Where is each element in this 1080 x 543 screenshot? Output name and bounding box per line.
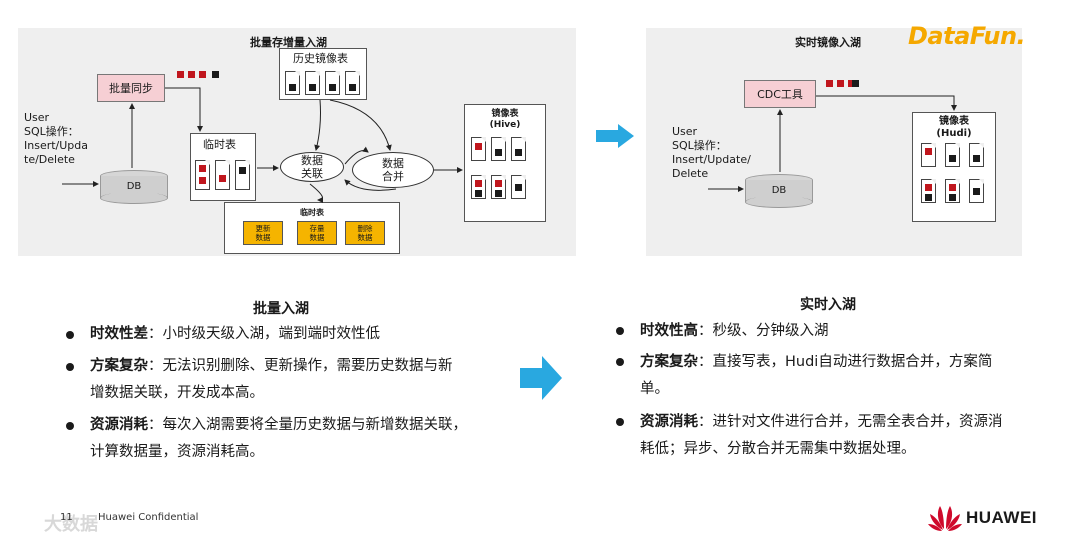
hudi-mirror-table-label: 镜像表 (Hudi) xyxy=(936,116,972,139)
history-mirror-table-label: 历史镜像表 xyxy=(293,52,348,65)
hive-mirror-table-box: 镜像表 (Hive) xyxy=(464,104,546,222)
bullet-key: 资源消耗 xyxy=(90,417,148,433)
temp-table-2-label: 临时表 xyxy=(300,208,324,217)
bullet-text-cont: 单。 xyxy=(640,381,669,397)
page-number: 11 xyxy=(60,512,73,523)
hudi-mirror-table-box: 镜像表 (Hudi) xyxy=(912,112,996,222)
batch-diagram-arrows xyxy=(62,87,463,203)
hive-mirror-table-label: 镜像表 (Hive) xyxy=(489,109,521,130)
realtime-bullet-3: 资源消耗：进针对文件进行合并，无需全表合并，资源消 耗低；异步、分散合并无需集中… xyxy=(640,409,1003,463)
stock-data-box: 存量 数据 xyxy=(297,221,337,245)
realtime-diagram-title: 实时镜像入湖 xyxy=(795,36,861,49)
update-data-box: 更新 数据 xyxy=(243,221,283,245)
bullet-key: 时效性差 xyxy=(90,326,148,342)
right-db-cylinder: DB xyxy=(745,174,813,208)
bullet-text: ：直接写表，Hudi自动进行数据合并，方案简 xyxy=(698,354,993,370)
batch-section-title: 批量入湖 xyxy=(253,301,309,317)
batch-bullet-1: 时效性差：小时级天级入湖，端到端时效性低 xyxy=(90,321,380,348)
bullet-dot xyxy=(616,358,624,366)
data-block-marker xyxy=(837,80,844,87)
right-db-label: DB xyxy=(771,185,787,196)
bullet-key: 方案复杂 xyxy=(90,358,148,374)
bullet-dot xyxy=(66,331,74,339)
small-blue-arrow-icon xyxy=(596,124,634,148)
data-block-marker xyxy=(188,71,195,78)
data-block-marker xyxy=(848,80,855,87)
right-user-sql-label: User SQL操作： Insert/Update/ Delete xyxy=(672,125,751,180)
bullet-dot xyxy=(616,327,624,335)
datafun-logo: DataFun. xyxy=(908,22,1026,50)
history-mirror-table-box: 历史镜像表 xyxy=(279,48,367,100)
left-user-sql-label: User SQL操作： Insert/Upda te/Delete xyxy=(24,111,89,166)
bullet-key: 时效性高 xyxy=(640,323,698,339)
batch-bullet-2: 方案复杂：无法识别删除、更新操作，需要历史数据与新 增数据关联，开发成本高。 xyxy=(90,353,453,407)
realtime-diagram-arrows xyxy=(708,95,957,192)
bullet-dot xyxy=(66,363,74,371)
confidential-label: Huawei Confidential xyxy=(98,512,199,523)
data-block-marker xyxy=(199,71,206,78)
data-block-marker xyxy=(212,71,219,78)
data-merge-ellipse: 数据 合并 xyxy=(352,152,434,188)
bullet-text-cont: 计算数据量，资源消耗高。 xyxy=(90,444,264,460)
data-block-marker xyxy=(826,80,833,87)
temp-table-box: 临时表 xyxy=(190,133,256,201)
left-db-cylinder: DB xyxy=(100,170,168,204)
bullet-text-cont: 增数据关联，开发成本高。 xyxy=(90,385,264,401)
batch-bullet-3: 资源消耗：每次入湖需要将全量历史数据与新增数据关联， 计算数据量，资源消耗高。 xyxy=(90,412,467,466)
bullet-key: 方案复杂 xyxy=(640,354,698,370)
huawei-flower-icon xyxy=(928,506,962,531)
bullet-text: ：进针对文件进行合并，无需全表合并，资源消 xyxy=(698,414,1003,430)
realtime-bullet-1: 时效性高：秒级、分钟级入湖 xyxy=(640,318,829,345)
huawei-wordmark: HUAWEI xyxy=(966,508,1037,527)
bullet-text: ：秒级、分钟级入湖 xyxy=(698,323,829,339)
temp-table-2-box: 临时表 更新 数据 存量 数据 删除 数据 xyxy=(224,202,400,254)
bullet-text: ：每次入湖需要将全量历史数据与新增数据关联， xyxy=(148,417,467,433)
realtime-bullet-2: 方案复杂：直接写表，Hudi自动进行数据合并，方案简 单。 xyxy=(640,349,992,403)
bullet-dot xyxy=(616,418,624,426)
data-block-marker xyxy=(852,80,859,87)
bullet-key: 资源消耗 xyxy=(640,414,698,430)
bullet-dot xyxy=(66,422,74,430)
batch-sync-box: 批量同步 xyxy=(97,74,165,102)
temp-table-label: 临时表 xyxy=(203,138,236,151)
batch-diagram-title: 批量存增量入湖 xyxy=(250,36,327,49)
watermark-text: 大数据 xyxy=(44,514,98,535)
bullet-text: ：无法识别删除、更新操作，需要历史数据与新 xyxy=(148,358,453,374)
left-db-label: DB xyxy=(126,181,142,192)
data-join-ellipse: 数据 关联 xyxy=(280,152,344,182)
bullet-text: ：小时级天级入湖，端到端时效性低 xyxy=(148,326,380,342)
delete-data-box: 删除 数据 xyxy=(345,221,385,245)
bullet-text-cont: 耗低；异步、分散合并无需集中数据处理。 xyxy=(640,441,916,457)
data-block-marker xyxy=(177,71,184,78)
cdc-tool-box: CDC工具 xyxy=(744,80,816,108)
realtime-section-title: 实时入湖 xyxy=(800,297,856,313)
big-blue-arrow-icon xyxy=(520,356,562,400)
